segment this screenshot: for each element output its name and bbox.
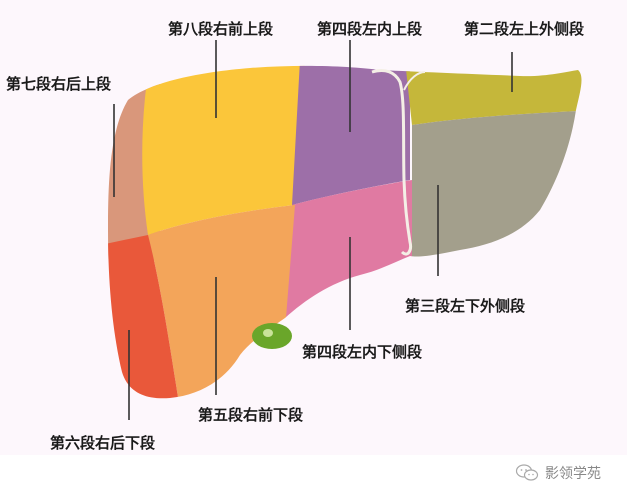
- label-segment-8: 第八段右前上段: [168, 20, 274, 38]
- background-bottom: [0, 455, 627, 500]
- watermark-text: 影领学苑: [545, 466, 601, 482]
- leader-lines: [113, 40, 513, 420]
- gallbladder: [252, 323, 292, 349]
- segment-3-region: [412, 110, 582, 300]
- falciform-ligament: [371, 68, 412, 256]
- label-segment-3: 第三段左下外侧段: [405, 297, 526, 315]
- label-segment-2: 第二段左上外侧段: [464, 20, 585, 38]
- label-segment-4a: 第四段左内上段: [317, 20, 423, 38]
- label-segment-5: 第五段右前下段: [198, 406, 304, 424]
- gallbladder-highlight: [263, 329, 273, 337]
- label-segment-6: 第六段右后下段: [50, 434, 156, 452]
- segment-8-region: [142, 65, 305, 235]
- segment-4a-region: [292, 65, 410, 205]
- wechat-icon: [515, 464, 539, 481]
- ligament-branch: [403, 71, 426, 91]
- label-segment-7: 第七段右后上段: [6, 75, 112, 93]
- label-segment-4b: 第四段左内下侧段: [302, 343, 423, 361]
- segment-4b-region: [285, 180, 412, 330]
- watermark: 影领学苑: [515, 463, 601, 483]
- segment-2-region: [405, 65, 582, 125]
